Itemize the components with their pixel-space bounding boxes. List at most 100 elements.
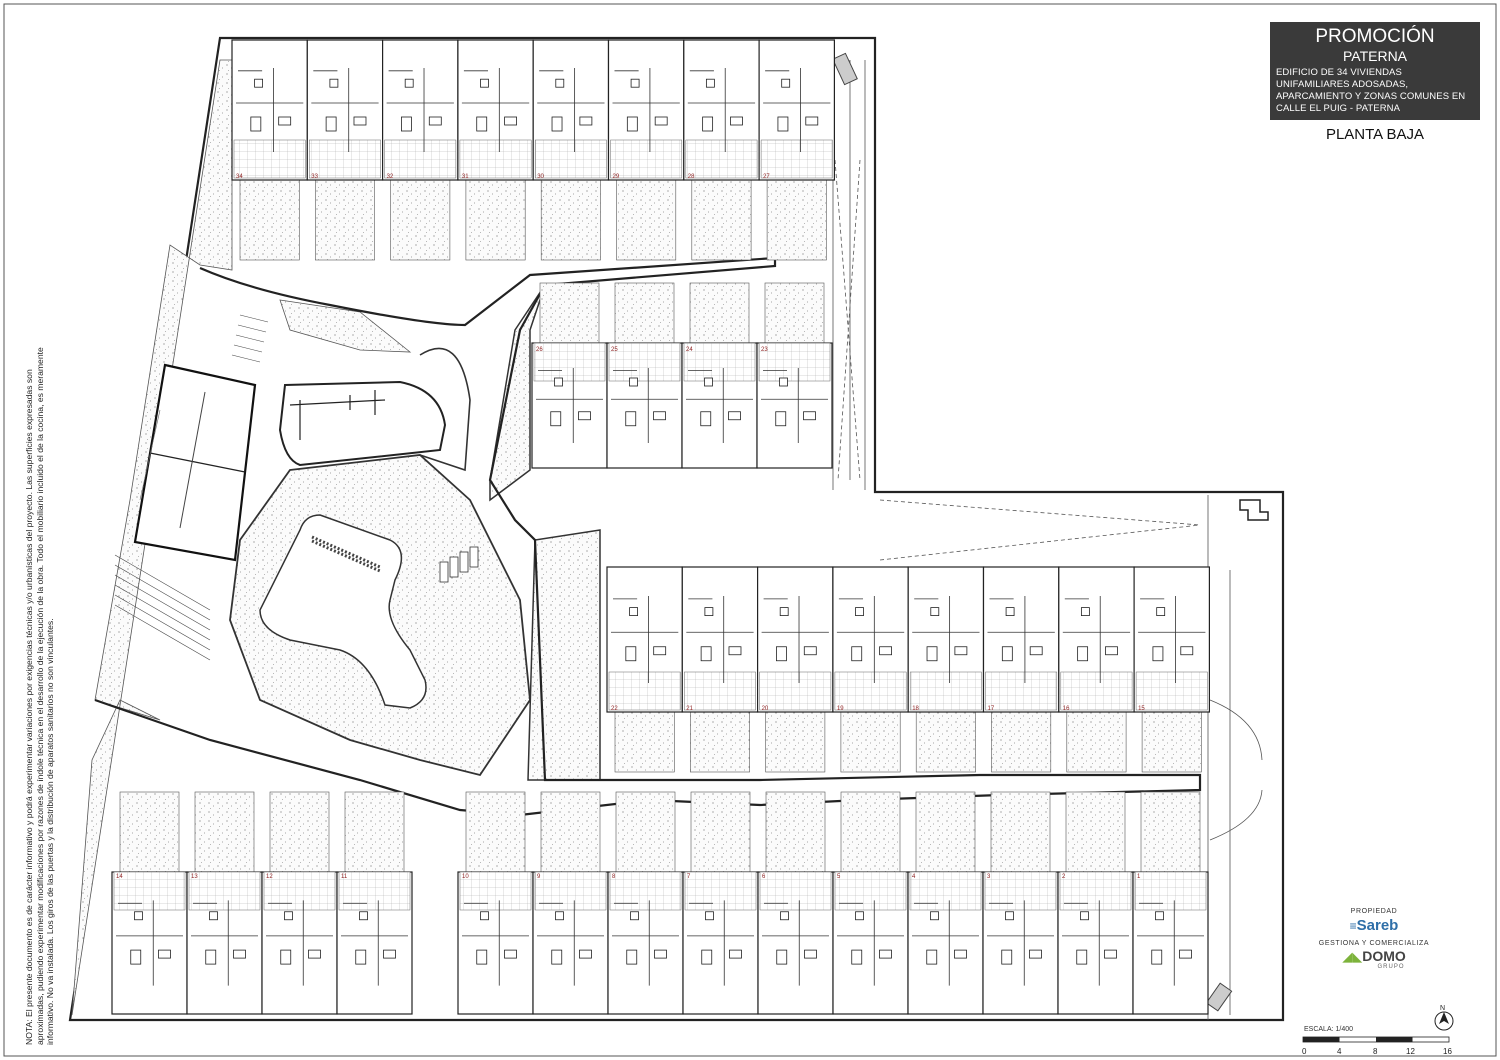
interior-walls [1138, 596, 1206, 683]
access-ramp-symbol [1239, 499, 1269, 521]
dining-table [401, 116, 412, 132]
bath-fixture [480, 911, 489, 921]
sofa [653, 646, 667, 656]
terrace [1134, 871, 1207, 911]
house-unit: 18 [907, 566, 985, 773]
interior-walls [236, 68, 304, 152]
playground-equipment [289, 390, 386, 440]
house-unit: 24 [681, 282, 758, 469]
bath-fixture [704, 377, 713, 387]
unit-number: 6 [762, 874, 766, 880]
dining-table [1152, 646, 1164, 662]
unit-number: 26 [536, 347, 543, 353]
unit-number: 34 [236, 174, 243, 180]
drawing-frame [3, 3, 1497, 1057]
garden-area-east [489, 284, 546, 502]
interior-walls [537, 900, 604, 986]
house-unit: 15 [1133, 566, 1210, 773]
bath-fixture [1005, 911, 1014, 921]
bath-fixture [781, 78, 791, 88]
sofa [653, 411, 666, 421]
private-garden [614, 282, 675, 344]
private-garden [691, 179, 752, 261]
house-unit: 9 [532, 791, 609, 1015]
bath-fixture [780, 911, 789, 921]
scale-tick: 8 [1373, 1047, 1378, 1056]
dining-table [700, 646, 712, 662]
scale-bar [1302, 1036, 1450, 1043]
sofa [233, 949, 246, 959]
pool-loungers [439, 546, 479, 583]
private-garden [689, 711, 750, 773]
dining-table [130, 949, 142, 965]
private-garden [194, 791, 255, 873]
house-unit: 17 [982, 566, 1060, 773]
dining-table [776, 646, 787, 662]
unit-number: 27 [763, 174, 770, 180]
terrace [608, 671, 681, 711]
house-unit: 32 [382, 39, 459, 261]
sofa [804, 949, 817, 959]
sofa [1029, 949, 1042, 959]
sofa [353, 116, 367, 126]
bath-fixture [480, 78, 489, 88]
bath-fixture [930, 911, 939, 921]
unit-number: 5 [837, 874, 841, 880]
terrace [685, 139, 758, 179]
interior-walls [912, 596, 980, 683]
private-garden [539, 282, 600, 344]
description-line: EDIFICIO DE 34 VIVIENDAS [1276, 67, 1402, 78]
bath-fixture [705, 78, 715, 88]
terrace [459, 139, 532, 179]
private-garden [465, 179, 526, 261]
terrace [684, 671, 756, 711]
dining-table [551, 116, 563, 132]
dining-table [702, 116, 714, 132]
domo-grupo: GRUPO [1377, 964, 1405, 970]
scale-label: ESCALA: 1/400 [1304, 1026, 1354, 1033]
house-unit: 11 [336, 791, 413, 1015]
dining-table [701, 949, 713, 965]
unit-number: 9 [537, 874, 541, 880]
sofa [504, 949, 517, 959]
bath-fixture [554, 377, 563, 387]
bath-fixture [630, 78, 640, 88]
unit-number: 12 [266, 874, 273, 880]
private-garden [689, 282, 750, 344]
walkway-edge [419, 347, 471, 472]
sofa [1104, 949, 1117, 959]
unit-number: 16 [1063, 706, 1070, 712]
dining-table [926, 646, 938, 662]
house-unit: 1 [1132, 791, 1209, 1015]
house-unit: 14 [111, 791, 188, 1015]
pool-steps [311, 535, 381, 573]
sofa [1105, 646, 1118, 656]
dining-table [776, 949, 788, 965]
terrace [1135, 671, 1208, 711]
house-unit: 27 [758, 39, 835, 261]
play-area [278, 380, 447, 467]
dining-table [1001, 949, 1013, 965]
unit-number: 24 [686, 347, 693, 353]
bath-fixture [779, 377, 788, 387]
domo-name: DOMO [1362, 948, 1406, 964]
dining-table [205, 949, 217, 965]
bath-fixture [629, 607, 638, 616]
dining-table [550, 411, 562, 427]
terrace [984, 871, 1057, 911]
terrace [533, 342, 606, 382]
interior-walls [611, 368, 678, 443]
sofa [1029, 646, 1043, 656]
unit-number: 10 [462, 874, 469, 880]
scale-tick: 16 [1443, 1047, 1452, 1056]
dining-table [851, 949, 863, 965]
garden-area-west [71, 59, 233, 1016]
bath-fixture [329, 78, 339, 88]
unit-number: 15 [1138, 706, 1145, 712]
interior-walls [536, 368, 603, 443]
unit-number: 14 [116, 874, 123, 880]
terrace [608, 342, 681, 382]
unit-number: 33 [311, 174, 318, 180]
disclaimer-note: NOTA: El presente documento es de caráct… [24, 347, 55, 1045]
scale-tick: 0 [1302, 1047, 1307, 1056]
